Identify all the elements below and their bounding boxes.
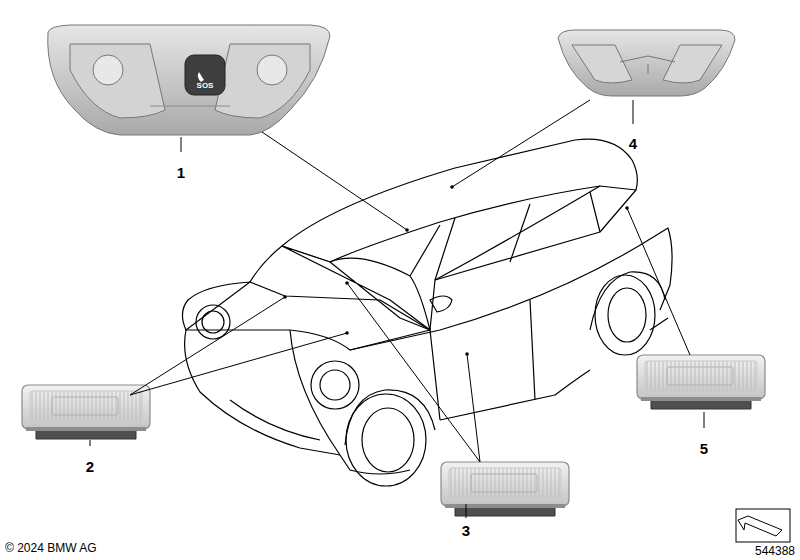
drawing-number: 544388: [755, 545, 795, 557]
callout-number: 5: [700, 441, 708, 456]
callout-number: 1: [177, 165, 185, 180]
callout-number: 3: [462, 523, 470, 538]
callout-number: 2: [86, 459, 94, 474]
callout-number: 4: [629, 136, 637, 151]
copyright-note: © 2024 BMW AG: [5, 542, 97, 554]
button-text: SOS: [197, 82, 214, 90]
